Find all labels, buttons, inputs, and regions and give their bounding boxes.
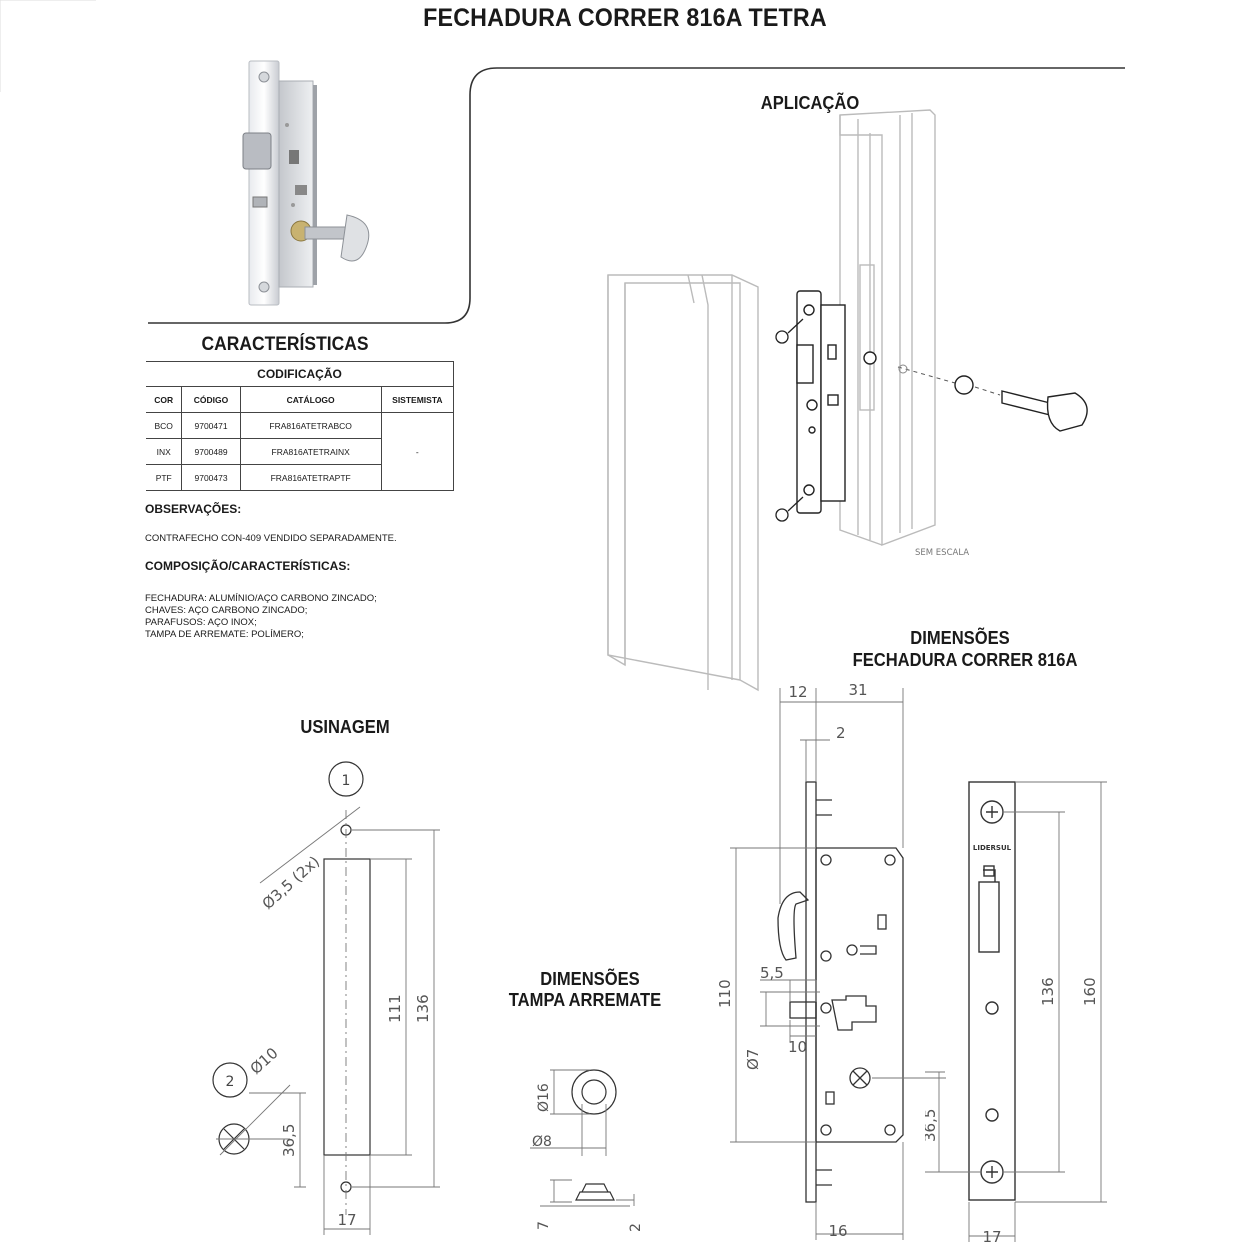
composicao-list: FECHADURA: ALUMÍNIO/AÇO CARBONO ZINCADO;… (145, 593, 465, 641)
dim-10: 10 (788, 1038, 807, 1056)
dim-tampa-7: 7 (536, 1221, 552, 1230)
dim-tampa-8: Ø8 (532, 1134, 552, 1150)
dim-tampa-16: Ø16 (536, 1083, 552, 1112)
codificacao-table: CODIFICAÇÃO COR CÓDIGO CATÁLOGO SISTEMIS… (146, 361, 455, 491)
sem-escala-label: SEM ESCALA (915, 548, 969, 558)
dim-111: 111 (386, 994, 404, 1023)
table-header: CATÁLOGO (239, 386, 382, 413)
dim-31: 31 (848, 681, 867, 699)
dim-5-5: 5,5 (760, 964, 784, 982)
aplicacao-heading: APLICAÇÃO (760, 93, 860, 113)
composicao-item: TAMPA DE ARREMATE: POLÍMERO; (145, 629, 304, 640)
composicao-item: CHAVES: AÇO CARBONO ZINCADO; (145, 605, 308, 616)
table-header: COR (146, 386, 183, 413)
fechadura-front-drawing: LIDERSUL 136 160 36,5 17 (925, 781, 1107, 1245)
dim-16: 16 (828, 1222, 847, 1240)
brand-label: LIDERSUL (973, 844, 1012, 852)
dim-136: 136 (414, 994, 432, 1023)
dimensoes-fechadura-subheading: FECHADURA CORRER 816A (852, 650, 1078, 670)
tampa-arremate-drawing: Ø16 Ø8 7 2 (530, 1069, 644, 1232)
table-header: SISTEMISTA (380, 386, 455, 413)
callout-2: 2 (226, 1074, 235, 1090)
dim-hole-small: Ø3,5 (2x) (259, 852, 323, 913)
page-title: FECHADURA CORRER 816A TETRA (423, 4, 827, 32)
table-row: INX 9700489 FRA816ATETRAINX (146, 438, 454, 465)
dim-front-136: 136 (1039, 977, 1057, 1006)
dim-diam-7: Ø7 (744, 1049, 762, 1070)
observacoes-title: OBSERVAÇÕES: (145, 502, 242, 516)
dim-front-17: 17 (982, 1228, 1001, 1245)
dim-36-5: 36,5 (280, 1124, 298, 1157)
composicao-title: COMPOSIÇÃO/CARACTERÍSTICAS: (145, 559, 351, 573)
dim-front-36-5: 36,5 (925, 1109, 939, 1142)
lock-product-image (242, 60, 370, 306)
dim-110: 110 (716, 979, 734, 1008)
dim-17: 17 (337, 1211, 356, 1229)
caracteristicas-heading: CARACTERÍSTICAS (201, 334, 369, 355)
dim-12: 12 (788, 683, 807, 701)
dimensoes-fechadura-heading: DIMENSÕES (910, 628, 1010, 648)
dimensoes-tampa-heading: DIMENSÕES (540, 969, 640, 989)
composicao-item: FECHADURA: ALUMÍNIO/AÇO CARBONO ZINCADO; (145, 593, 377, 604)
table-row: PTF 9700473 FRA816ATETRAPTF (146, 464, 454, 491)
dimensoes-tampa-subheading: TAMPA ARREMATE (508, 990, 662, 1010)
table-caption: CODIFICAÇÃO (146, 361, 454, 387)
fechadura-side-drawing: 12 31 2 5,5 110 Ø7 10 16 (716, 681, 946, 1240)
table-row: BCO 9700471 FRA816ATETRABCO - (146, 412, 455, 491)
sistemista-cell: - (380, 412, 455, 491)
table-header: CÓDIGO (181, 386, 241, 413)
dim-hole-large: Ø10 (247, 1044, 282, 1078)
callout-1: 1 (342, 773, 351, 789)
usinagem-heading: USINAGEM (300, 717, 390, 737)
observacoes-text: CONTRAFECHO CON-409 VENDIDO SEPARADAMENT… (145, 533, 397, 544)
dim-tampa-2: 2 (628, 1223, 644, 1232)
composicao-item: PARAFUSOS: AÇO INOX; (145, 617, 257, 628)
dim-2: 2 (836, 724, 846, 742)
usinagem-drawing: 1 2 Ø3,5 (2x) Ø10 111 136 36,5 17 (212, 761, 440, 1235)
dim-front-160: 160 (1081, 977, 1099, 1006)
aplicacao-drawing: SEM ESCALA (607, 109, 1088, 692)
